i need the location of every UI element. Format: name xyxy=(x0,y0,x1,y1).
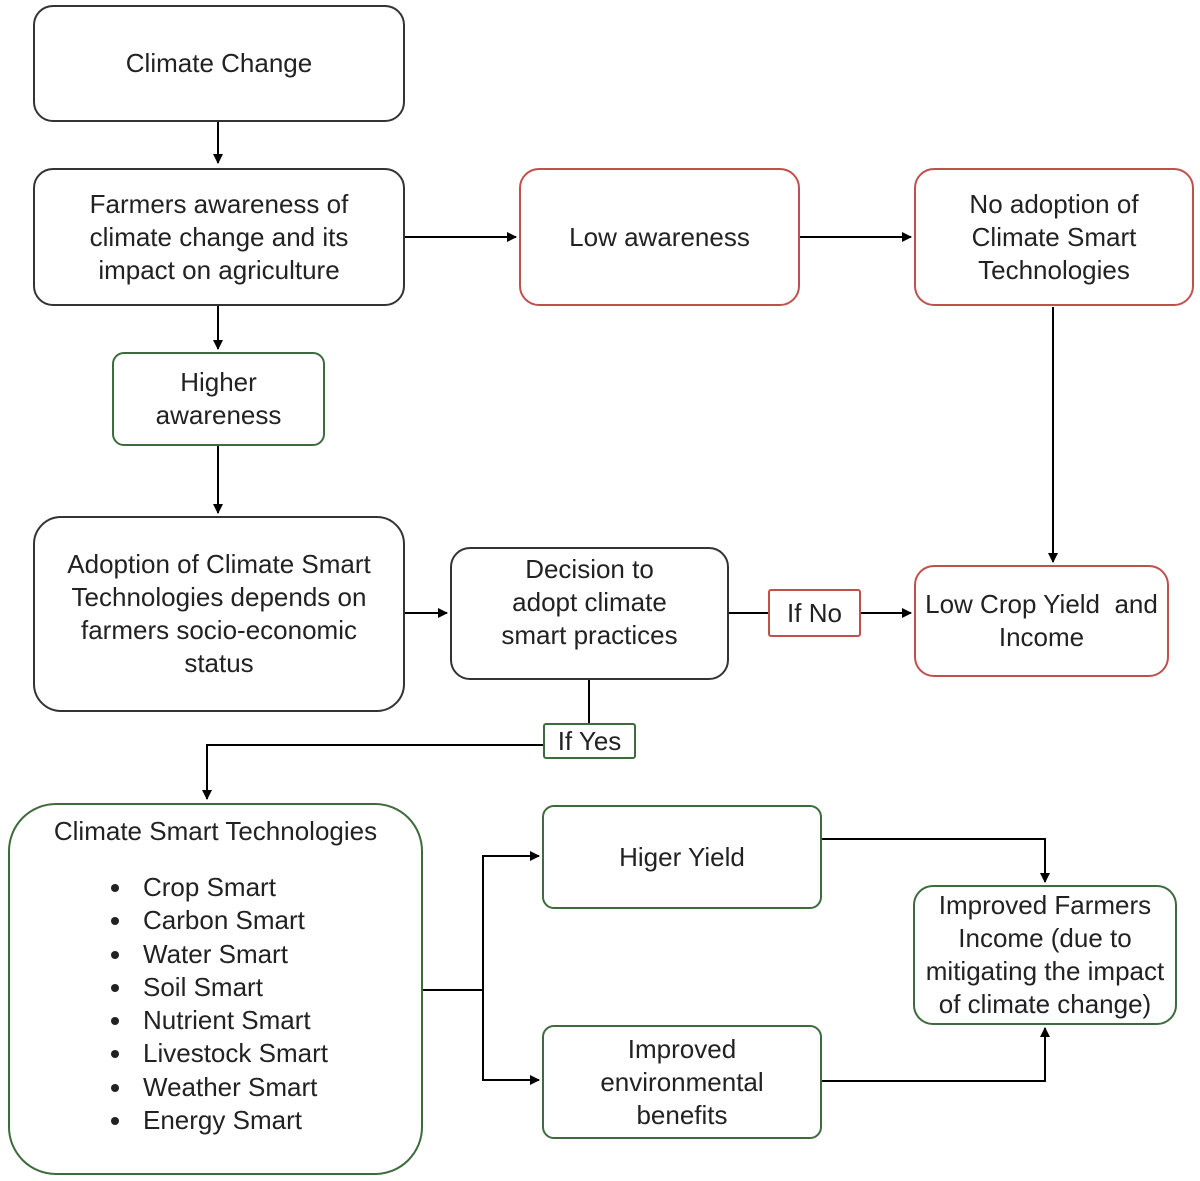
low-yield-node: Low Crop Yield and Income xyxy=(914,565,1169,677)
arrow-decision-to-technologies xyxy=(202,680,590,800)
no-adoption-node: No adoption of Climate Smart Technologie… xyxy=(914,168,1194,306)
adoption-depends-label: Adoption of Climate Smart Technologies d… xyxy=(67,549,371,678)
higher-awareness-label: Higher awareness xyxy=(155,367,282,430)
improved-income-label: Improved Farmers Income (due to mitigati… xyxy=(925,890,1165,1019)
farmers-awareness-label: Farmers awareness of climate change and … xyxy=(89,188,349,285)
decision-label: Decision to adopt climate smart practice… xyxy=(501,554,678,650)
higher-yield-label: Higer Yield xyxy=(619,841,745,872)
higher-yield-node: Higer Yield xyxy=(542,805,822,909)
technologies-list: Crop Smart Carbon Smart Water Smart Soil… xyxy=(105,871,328,1137)
if-no-text: If No xyxy=(787,598,842,628)
list-item: Soil Smart xyxy=(105,971,328,1004)
climate-change-label: Climate Change xyxy=(125,48,313,78)
list-item: Energy Smart xyxy=(105,1104,328,1137)
list-item: Livestock Smart xyxy=(105,1037,328,1070)
low-yield-label: Low Crop Yield and Income xyxy=(925,589,1166,652)
arrow-technologies-to-env xyxy=(482,990,540,1085)
list-item: Weather Smart xyxy=(105,1071,328,1104)
list-item: Nutrient Smart xyxy=(105,1004,328,1037)
arrow-env-to-income xyxy=(822,1027,1050,1082)
list-item: Water Smart xyxy=(105,938,328,971)
climate-change-node: Climate Change xyxy=(33,5,405,122)
low-awareness-node: Low awareness xyxy=(519,168,800,306)
technologies-node: Climate Smart Technologies Crop Smart Ca… xyxy=(8,803,423,1175)
adoption-depends-node: Adoption of Climate Smart Technologies d… xyxy=(33,516,405,712)
low-awareness-label: Low awareness xyxy=(569,221,750,252)
env-benefits-label: Improved environmental benefits xyxy=(600,1033,764,1130)
technologies-title: Climate Smart Technologies xyxy=(53,816,378,846)
decision-node: Decision to adopt climate smart practice… xyxy=(450,547,729,680)
no-adoption-label: No adoption of Climate Smart Technologie… xyxy=(969,188,1139,285)
list-item: Carbon Smart xyxy=(105,904,328,937)
higher-awareness-node: Higher awareness xyxy=(112,352,325,446)
if-yes-text: If Yes xyxy=(557,726,622,756)
if-yes-label: If Yes xyxy=(543,723,636,759)
list-item: Crop Smart xyxy=(105,871,328,904)
env-benefits-node: Improved environmental benefits xyxy=(542,1025,822,1139)
arrow-technologies-to-yield xyxy=(423,851,540,991)
if-no-label: If No xyxy=(768,589,861,637)
farmers-awareness-node: Farmers awareness of climate change and … xyxy=(33,168,405,306)
improved-income-node: Improved Farmers Income (due to mitigati… xyxy=(913,885,1177,1025)
arrow-yield-to-income xyxy=(822,838,1050,883)
